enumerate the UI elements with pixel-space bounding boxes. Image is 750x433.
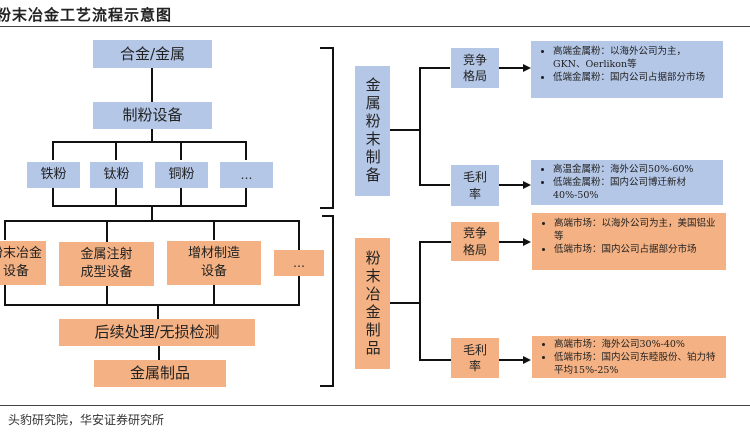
note-item: 低端金属粉：国内公司占据部分市场 — [553, 72, 715, 85]
top-rule — [0, 26, 750, 27]
powder-competition-box: 竞争格局 — [451, 48, 499, 88]
margin-label: 毛利率 — [462, 170, 487, 201]
competition-label: 竞争格局 — [462, 226, 487, 257]
process-box-mim: 金属注射 成型设备 — [59, 242, 154, 286]
powder-label: 铁粉 — [40, 167, 67, 183]
powder-equipment-label: 制粉设备 — [122, 106, 183, 125]
pm-product-box: 粉末冶金制品 — [355, 238, 390, 369]
powder-equipment-box: 制粉设备 — [93, 102, 212, 129]
powder-box-copper: 铜粉 — [155, 162, 208, 188]
note-item: 低端市场：国内公司占据部分市场 — [554, 244, 718, 257]
competition-label: 竞争格局 — [462, 52, 487, 83]
process-box-pm: 粉末冶金 设备 — [0, 241, 46, 285]
alloy-metal-label: 合金/金属 — [119, 44, 186, 63]
bracket-product — [320, 215, 334, 387]
bracket-powder — [320, 47, 334, 209]
product-competition-box: 竞争格局 — [451, 222, 499, 261]
metal-product-box: 金属制品 — [94, 360, 226, 387]
arrow-head — [523, 181, 531, 189]
bottom-rule — [0, 405, 750, 406]
process-label: 金属注射 成型设备 — [80, 247, 133, 280]
powder-box-titanium: 钛粉 — [90, 162, 143, 188]
pm-product-label: 粉末冶金制品 — [363, 249, 382, 358]
powder-competition-notes: 高端金属粉：以海外公司为主，GKN、Oerlikon等 低端金属粉：国内公司占据… — [531, 41, 723, 98]
powder-label: … — [240, 167, 253, 182]
margin-label: 毛利率 — [462, 342, 487, 373]
note-item: 低端金属粉：国内公司博迁新材40%-50% — [553, 177, 715, 203]
powder-prep-box: 金属粉末制备 — [355, 66, 390, 196]
source-note: 头豹研究院，华安证券研究所 — [8, 413, 165, 427]
note-item: 高端市场：以海外公司为主，美国铝业等 — [554, 218, 718, 244]
powder-label: 铜粉 — [168, 167, 195, 183]
powder-prep-label: 金属粉末制备 — [363, 77, 382, 185]
process-label: … — [293, 255, 305, 270]
powder-margin-notes: 高温金属粉：海外公司50%-60% 低端金属粉：国内公司博迁新材40%-50% — [531, 160, 723, 205]
process-box-more: … — [274, 250, 324, 276]
process-box-am: 增材制造 设备 — [167, 241, 261, 285]
figure-title: 粉末冶金工艺流程示意图 — [0, 6, 173, 24]
arrow-head — [523, 356, 531, 364]
process-bus-top — [4, 220, 300, 250]
post-processing-label: 后续处理/无损检测 — [94, 323, 220, 342]
powder-bus-bottom — [52, 188, 247, 207]
note-item: 高端市场：海外公司30%-40% — [554, 339, 718, 352]
note-item: 低端市场：国内公司东睦股份、铂力特平均15%-25% — [554, 352, 718, 378]
note-item: 高温金属粉：海外公司50%-60% — [553, 164, 715, 177]
product-margin-box: 毛利率 — [451, 338, 499, 378]
process-label: 增材制造 设备 — [187, 246, 240, 279]
arrow-head — [523, 64, 531, 72]
powder-margin-box: 毛利率 — [451, 165, 499, 206]
powder-bus-top — [52, 141, 247, 160]
note-item: 高端金属粉：以海外公司为主，GKN、Oerlikon等 — [553, 46, 715, 72]
metal-product-label: 金属制品 — [129, 364, 190, 383]
post-processing-box: 后续处理/无损检测 — [59, 319, 255, 346]
product-competition-notes: 高端市场：以海外公司为主，美国铝业等 低端市场：国内公司占据部分市场 — [532, 213, 726, 270]
alloy-metal-box: 合金/金属 — [93, 40, 212, 68]
powder-box-iron: 铁粉 — [27, 162, 80, 188]
powder-box-more: … — [220, 162, 273, 188]
process-bus-bottom — [4, 275, 300, 306]
process-label: 粉末冶金 设备 — [0, 246, 42, 279]
product-margin-notes: 高端市场：海外公司30%-40% 低端市场：国内公司东睦股份、铂力特平均15%-… — [532, 336, 726, 378]
powder-label: 钛粉 — [103, 167, 130, 183]
arrow-head — [523, 238, 531, 246]
